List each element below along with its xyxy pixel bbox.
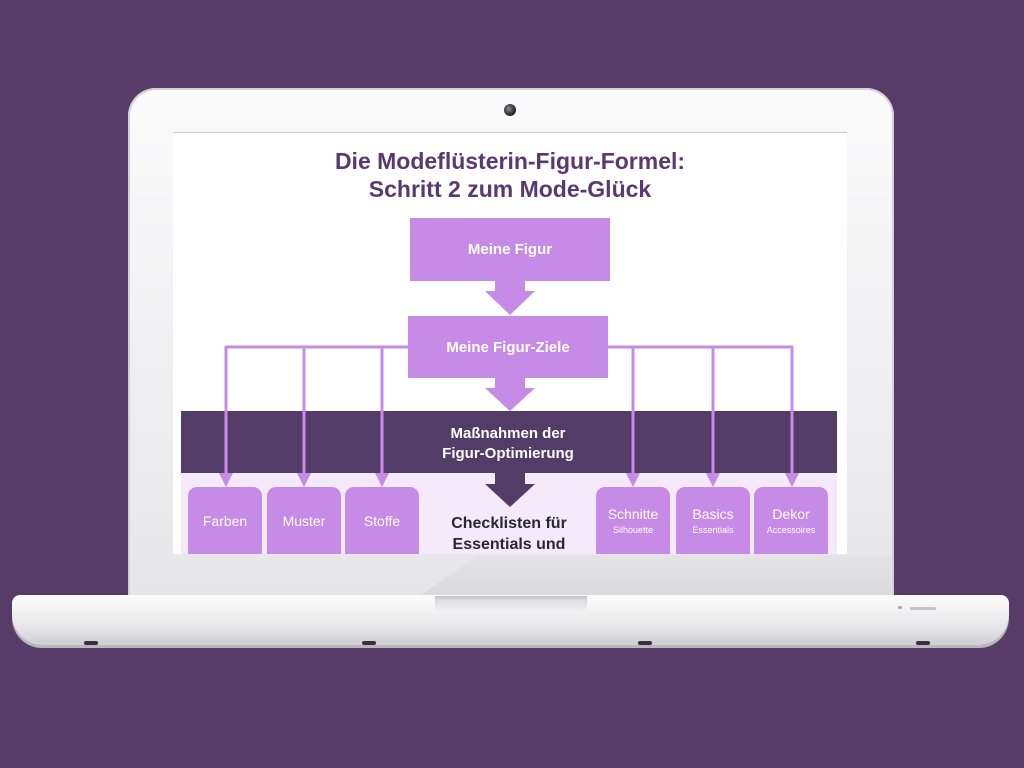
arrow-down-3: [485, 473, 535, 507]
power-led-icon: [898, 606, 902, 609]
figure-goals-box: Meine Figur-Ziele: [408, 316, 608, 378]
measures-band: [181, 411, 837, 473]
card-schnitte-label: Schnitte: [607, 506, 659, 522]
card-stoffe: Stoffe: [345, 487, 419, 554]
card-schnitte-sub: Silhouette: [612, 525, 654, 535]
card-basics-label: Basics: [692, 506, 734, 522]
measures-line2: Figur-Optimierung: [442, 445, 574, 462]
arrowhead-farben: [219, 473, 233, 487]
arrow-down-2: [485, 378, 535, 411]
card-muster: Muster: [267, 487, 341, 554]
arrow-down-1: [485, 281, 535, 315]
card-farben-label: Farben: [202, 512, 248, 529]
rubber-foot: [916, 641, 930, 645]
card-basics-sub: Essentials: [692, 525, 734, 535]
card-stoffe-label: Stoffe: [363, 512, 401, 529]
rubber-foot: [638, 641, 652, 645]
card-farben: Farben: [188, 487, 262, 554]
checklist-line1: Checklisten für: [451, 515, 567, 532]
slide-title-line2: Schritt 2 zum Mode-Glück: [368, 176, 652, 202]
my-figure-box: Meine Figur: [410, 218, 610, 281]
arrowhead-basics: [706, 473, 720, 487]
arrowhead-schnitte: [626, 473, 640, 487]
arrowhead-dekor: [785, 473, 799, 487]
webcam-icon: [504, 104, 516, 116]
checklist-text: Checklisten für Essentials und: [428, 513, 590, 554]
lid-opening-notch: [435, 596, 587, 613]
rubber-foot: [362, 641, 376, 645]
measures-line1: Maßnahmen der: [450, 425, 566, 442]
card-dekor-sub: Accessoires: [766, 525, 816, 535]
laptop-screen: Die Modeflüsterin-Figur-Formel: Schritt …: [173, 132, 847, 554]
connector-lines: [219, 281, 799, 507]
arrowhead-stoffe: [375, 473, 389, 487]
arrowhead-muster: [297, 473, 311, 487]
card-schnitte: Schnitte Silhouette: [596, 487, 670, 554]
card-dekor-label: Dekor: [772, 506, 810, 522]
measures-band-text: Maßnahmen der Figur-Optimierung: [408, 423, 608, 465]
card-muster-label: Muster: [282, 512, 326, 529]
card-basics: Basics Essentials: [676, 487, 750, 554]
checklist-line2: Essentials und: [452, 536, 566, 553]
rubber-foot: [84, 641, 98, 645]
slide-title-line1: Die Modeflüsterin-Figur-Formel:: [334, 148, 686, 174]
bezel-reflection: [418, 555, 891, 597]
card-dekor: Dekor Accessoires: [754, 487, 828, 554]
status-indicator-icon: [910, 607, 936, 610]
